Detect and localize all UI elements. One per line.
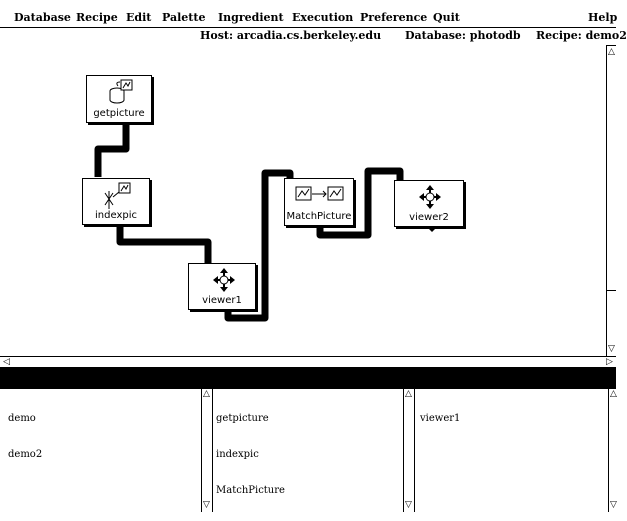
menu-recipe[interactable]: Recipe — [76, 11, 118, 24]
match-icon — [295, 186, 344, 201]
node-label: MatchPicture — [286, 211, 352, 222]
scroll-right-icon[interactable]: ▷ — [606, 357, 613, 367]
host-label: Host: arcadia.cs.berkeley.edu — [200, 29, 382, 42]
list-item[interactable]: MatchPicture — [216, 485, 285, 496]
list-scrollbar[interactable]: △ ▽ — [608, 389, 619, 512]
list-item[interactable]: indexpic — [216, 449, 259, 460]
move-arrows-icon — [213, 268, 235, 292]
scroll-up-icon[interactable]: △ — [608, 47, 615, 57]
list-item[interactable]: demo — [8, 413, 36, 424]
index-icon — [104, 182, 131, 209]
menu-preference[interactable]: Preference — [360, 11, 428, 24]
list-item[interactable]: viewer1 — [420, 413, 461, 424]
scroll-left-icon[interactable]: ◁ — [3, 357, 10, 367]
wire-matchpicture-viewer2 — [316, 167, 404, 239]
node-label: indexpic — [95, 210, 137, 221]
recipe-label: Recipe: demo2 — [536, 29, 627, 42]
list-scrollbar[interactable]: △ ▽ — [201, 389, 212, 512]
wire-getpicture-indexpic — [94, 125, 130, 177]
scroll-thumb[interactable] — [607, 290, 616, 291]
scroll-up-icon[interactable]: △ — [610, 389, 617, 399]
node-matchpicture[interactable]: MatchPicture — [284, 178, 354, 226]
menu-ingredient[interactable]: Ingredient — [218, 11, 284, 24]
node-getpicture[interactable]: getpicture — [86, 75, 152, 123]
database-label: Database: photodb — [405, 29, 521, 42]
node-label: viewer1 — [202, 295, 242, 306]
node-indexpic[interactable]: indexpic — [82, 178, 150, 225]
scroll-up-icon[interactable]: △ — [405, 389, 412, 399]
node-label: getpicture — [93, 108, 145, 119]
list-item[interactable]: demo2 — [8, 449, 43, 460]
connection-wires — [94, 125, 404, 322]
list-item[interactable]: getpicture — [216, 413, 269, 424]
scroll-down-icon[interactable]: ▽ — [203, 500, 210, 510]
canvas-horizontal-scrollbar[interactable]: ◁ ▷ — [0, 356, 616, 368]
recipe-canvas[interactable]: getpicture indexpic viewer1 MatchPict — [0, 45, 606, 356]
node-viewer2[interactable]: viewer2 — [394, 180, 464, 227]
divider-bar — [0, 368, 616, 389]
output-port-icon — [427, 227, 437, 232]
menu-quit[interactable]: Quit — [433, 11, 460, 24]
move-arrows-icon — [419, 185, 441, 209]
canvas-vertical-scrollbar[interactable]: △ ▽ — [606, 45, 616, 357]
wire-indexpic-viewer1 — [116, 226, 212, 263]
scroll-up-icon[interactable]: △ — [203, 389, 210, 399]
scroll-down-icon[interactable]: ▽ — [610, 500, 617, 510]
status-bar: Host: arcadia.cs.berkeley.edu Database: … — [0, 27, 627, 46]
recipe-list[interactable]: demo demo2 △ ▽ — [0, 389, 213, 512]
node-label: viewer2 — [409, 212, 449, 223]
viewer-list[interactable]: viewer1 △ ▽ — [415, 389, 619, 512]
menu-help[interactable]: Help — [588, 11, 618, 24]
menu-edit[interactable]: Edit — [126, 11, 152, 24]
list-item-ingredients[interactable]: getpicture indexpic MatchPicture — [213, 389, 402, 521]
menu-database[interactable]: Database — [14, 11, 71, 24]
list-item-recipes[interactable]: demo demo2 — [0, 389, 200, 485]
scroll-down-icon[interactable]: ▽ — [608, 344, 615, 354]
database-icon — [109, 79, 133, 104]
menu-execution[interactable]: Execution — [292, 11, 354, 24]
node-viewer1[interactable]: viewer1 — [188, 263, 256, 310]
menubar: Database Recipe Edit Palette Ingredient … — [0, 0, 618, 27]
list-scrollbar[interactable]: △ ▽ — [403, 389, 414, 512]
list-item-viewers[interactable]: viewer1 — [415, 389, 604, 449]
menu-palette[interactable]: Palette — [162, 11, 206, 24]
ingredient-list[interactable]: getpicture indexpic MatchPicture △ ▽ — [213, 389, 415, 512]
scroll-down-icon[interactable]: ▽ — [405, 500, 412, 510]
wire-viewer1-matchpicture — [224, 169, 294, 322]
